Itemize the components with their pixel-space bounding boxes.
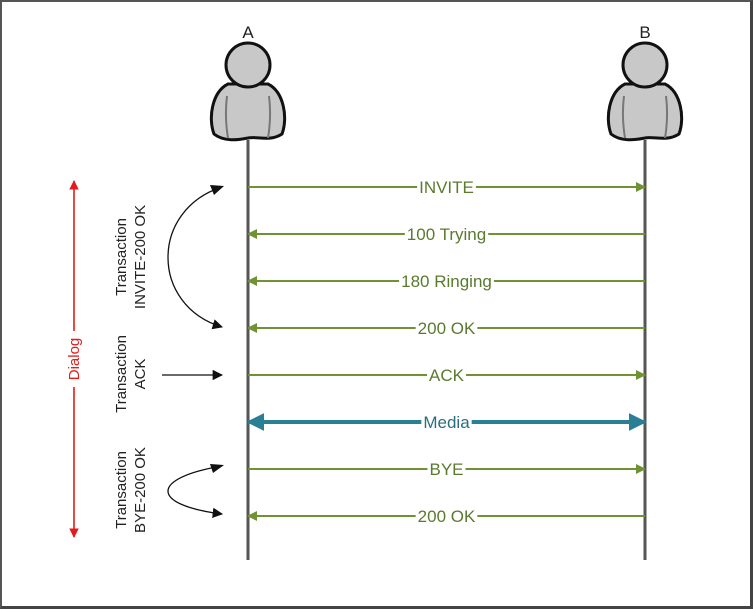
transaction-curve-arrowhead-top — [210, 185, 224, 195]
transaction-label-line2: BYE-200 OK — [132, 447, 149, 533]
transaction-label-line1: Transaction — [113, 218, 130, 296]
person-icon — [209, 41, 287, 142]
party-b-label: B — [639, 23, 650, 42]
message-label: BYE — [429, 460, 463, 479]
transaction-curve-arrow — [167, 186, 223, 330]
message-media: Media — [246, 413, 647, 432]
transaction-curve-arrow — [167, 465, 224, 518]
message-label-bg — [415, 319, 478, 337]
message-label: 200 OK — [418, 319, 476, 338]
message-label-bg — [399, 272, 494, 290]
message-label: ACK — [429, 366, 465, 385]
message-invite: INVITE — [248, 178, 646, 197]
party-a-label: A — [242, 23, 254, 42]
message-200-ok-bye: 200 OK — [247, 507, 645, 526]
party-a: A — [209, 23, 287, 560]
transaction-label-line1: Transaction — [113, 335, 130, 413]
message-label-bg — [415, 507, 478, 525]
message-bye: BYE — [248, 460, 646, 479]
transaction-invite-200-ok: Transaction INVITE-200 OK — [113, 185, 224, 330]
message-200-ok-invite: 200 OK — [247, 319, 645, 338]
message-label-bg — [417, 178, 476, 196]
dialog-label: Dialog — [66, 338, 83, 381]
transaction-label-line2: INVITE-200 OK — [132, 205, 149, 309]
message-label: 180 Ringing — [401, 272, 492, 291]
message-label-bg — [427, 460, 466, 478]
transaction-curve-arrowhead-top — [210, 464, 224, 473]
transaction-label-line1: Transaction — [113, 451, 130, 529]
message-label: INVITE — [419, 178, 474, 197]
messages: INVITE 100 Trying 180 Ringing 200 OK ACK… — [246, 178, 647, 526]
message-label-bg — [421, 413, 472, 431]
transaction-label-line2: ACK — [132, 359, 149, 390]
transaction-ack: Transaction ACK — [113, 335, 224, 413]
message-100-trying: 100 Trying — [247, 225, 645, 244]
message-label-bg — [427, 366, 466, 384]
message-180-ringing: 180 Ringing — [247, 272, 645, 291]
person-icon — [606, 41, 684, 142]
message-ack: ACK — [248, 366, 646, 385]
message-label: 200 OK — [418, 507, 476, 526]
party-b: B — [606, 23, 684, 560]
dialog-span: Dialog — [64, 180, 84, 538]
message-label-bg — [404, 225, 489, 243]
transaction-bye-200-ok: Transaction BYE-200 OK — [113, 447, 224, 533]
dialog-label-bg — [64, 331, 84, 387]
message-label: Media — [423, 413, 470, 432]
message-label: 100 Trying — [407, 225, 486, 244]
